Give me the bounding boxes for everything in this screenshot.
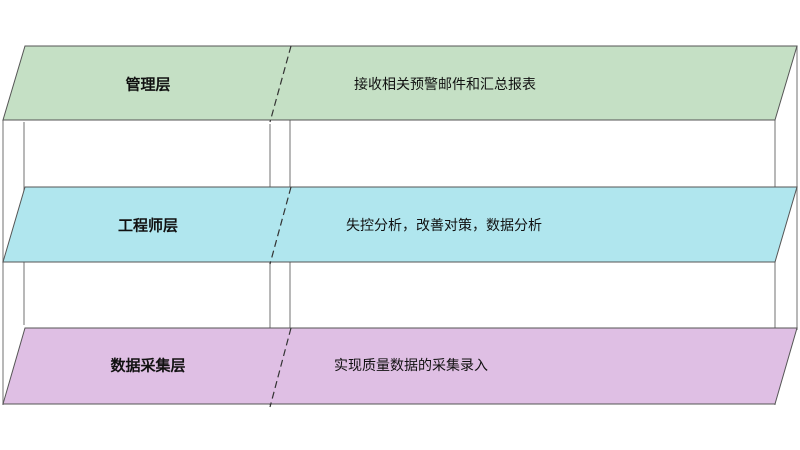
layer-data-collection-name: 数据采集层 [110,357,185,375]
layer-engineer-plane [2,186,798,263]
layer-engineer-description: 失控分析，改善对策，数据分析 [346,217,542,234]
layer-data-collection-plane [2,327,798,405]
layer-engineer-divider [269,186,292,265]
layer-data-collection: 数据采集层 实现质量数据的采集录入 [2,327,798,408]
layer-engineer-name: 工程师层 [118,217,178,235]
layer-management: 管理层 接收相关预警邮件和汇总报表 [2,45,798,123]
layer-management-plane [2,45,798,121]
layer-engineer: 工程师层 失控分析，改善对策，数据分析 [2,186,798,265]
layer-management-divider [269,45,292,123]
layer-management-description: 接收相关预警邮件和汇总报表 [354,76,536,93]
layer-data-collection-description: 实现质量数据的采集录入 [334,357,488,374]
layer-management-name: 管理层 [125,76,170,94]
layer-data-collection-divider [269,327,292,408]
